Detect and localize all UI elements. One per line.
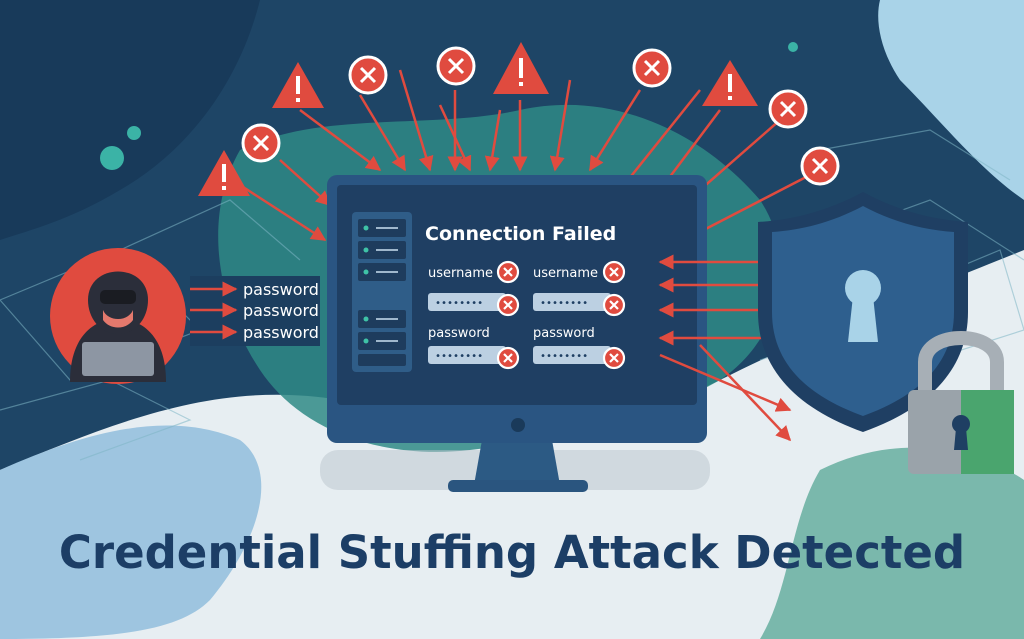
field-error-x-icon (602, 346, 626, 370)
masked-input (428, 293, 506, 311)
error-x-icon (768, 89, 808, 129)
headline: Credential Stuffing Attack Detected (59, 526, 965, 579)
field-error-x-icon (496, 260, 520, 284)
error-x-icon (800, 146, 840, 186)
error-x-icon (436, 46, 476, 86)
masked-input-value: •••••••• (435, 351, 483, 362)
username-label: username (428, 266, 493, 281)
masked-input (533, 293, 611, 311)
warning-triangle-icon (493, 42, 549, 94)
error-x-icon (348, 55, 388, 95)
masked-input-value: •••••••• (435, 298, 483, 309)
error-x-icon (241, 123, 281, 163)
field-error-x-icon (496, 293, 520, 317)
field-error-x-icon (496, 346, 520, 370)
username-label: username (533, 266, 598, 281)
masked-input (428, 346, 506, 364)
deflected-arrows (658, 254, 817, 442)
password-label: password (533, 326, 595, 341)
attack-password-label: password (243, 301, 319, 320)
masked-input (533, 346, 611, 364)
shield-keyhole-icon (758, 192, 968, 432)
password-label: password (428, 326, 490, 341)
error-x-icon (632, 48, 672, 88)
field-error-x-icon (602, 293, 626, 317)
field-error-x-icon (602, 260, 626, 284)
warning-triangle-icon (272, 62, 324, 108)
masked-input-value: •••••••• (540, 351, 588, 362)
password-stream: password password password (190, 276, 320, 346)
connection-status-title: Connection Failed (425, 223, 616, 245)
padlock-icon (908, 331, 1014, 474)
server-rack-icon (352, 212, 412, 372)
warning-triangle-icon (702, 60, 758, 106)
hacker-avatar-icon (50, 248, 186, 384)
warning-triangle-icon (198, 150, 250, 196)
attack-password-label: password (243, 323, 319, 342)
masked-input-value: •••••••• (540, 298, 588, 309)
attack-password-label: password (243, 280, 319, 299)
